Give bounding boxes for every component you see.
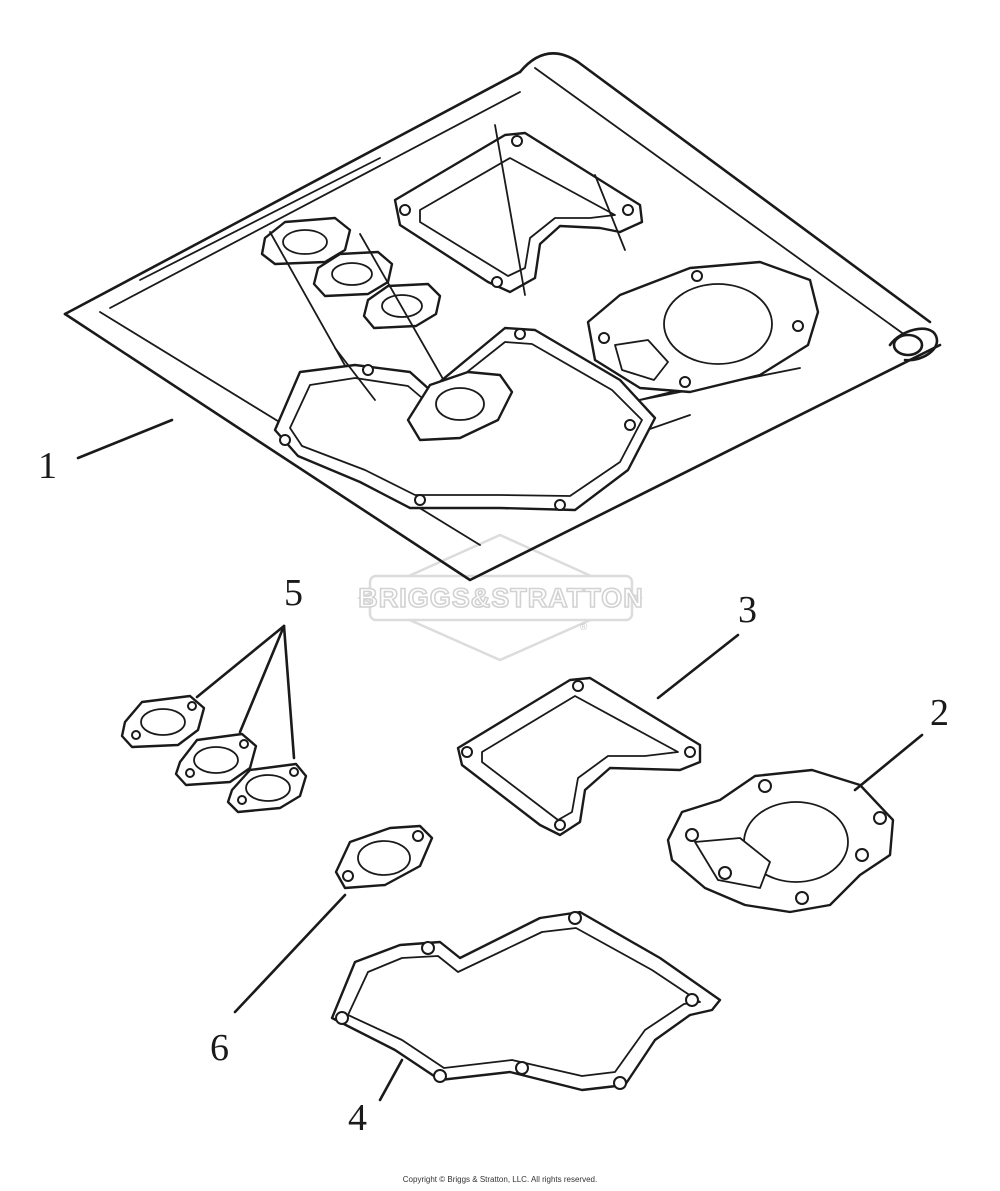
callout-1: 1 (38, 445, 57, 487)
cylinder-head-gasket (666, 733, 924, 914)
gasket-set-package (63, 52, 942, 582)
copyright-text: Copyright © Briggs & Stratton, LLC. All … (403, 1175, 597, 1184)
exhaust-gasket (233, 824, 434, 1014)
crankcase-gasket (330, 910, 722, 1102)
brand-watermark: BRIGGS&STRATTON ® (356, 533, 644, 662)
callout-5: 5 (284, 572, 303, 614)
callout-4: 4 (348, 1097, 367, 1139)
valve-cover-gasket (456, 633, 740, 837)
intake-gaskets (120, 624, 308, 814)
callout-2: 2 (930, 692, 949, 734)
watermark-registered-mark: ® (580, 622, 588, 633)
callout-1-leader (76, 418, 174, 460)
callout-3: 3 (738, 589, 757, 631)
callout-6: 6 (210, 1027, 229, 1069)
watermark-text: BRIGGS&STRATTON (358, 583, 644, 613)
